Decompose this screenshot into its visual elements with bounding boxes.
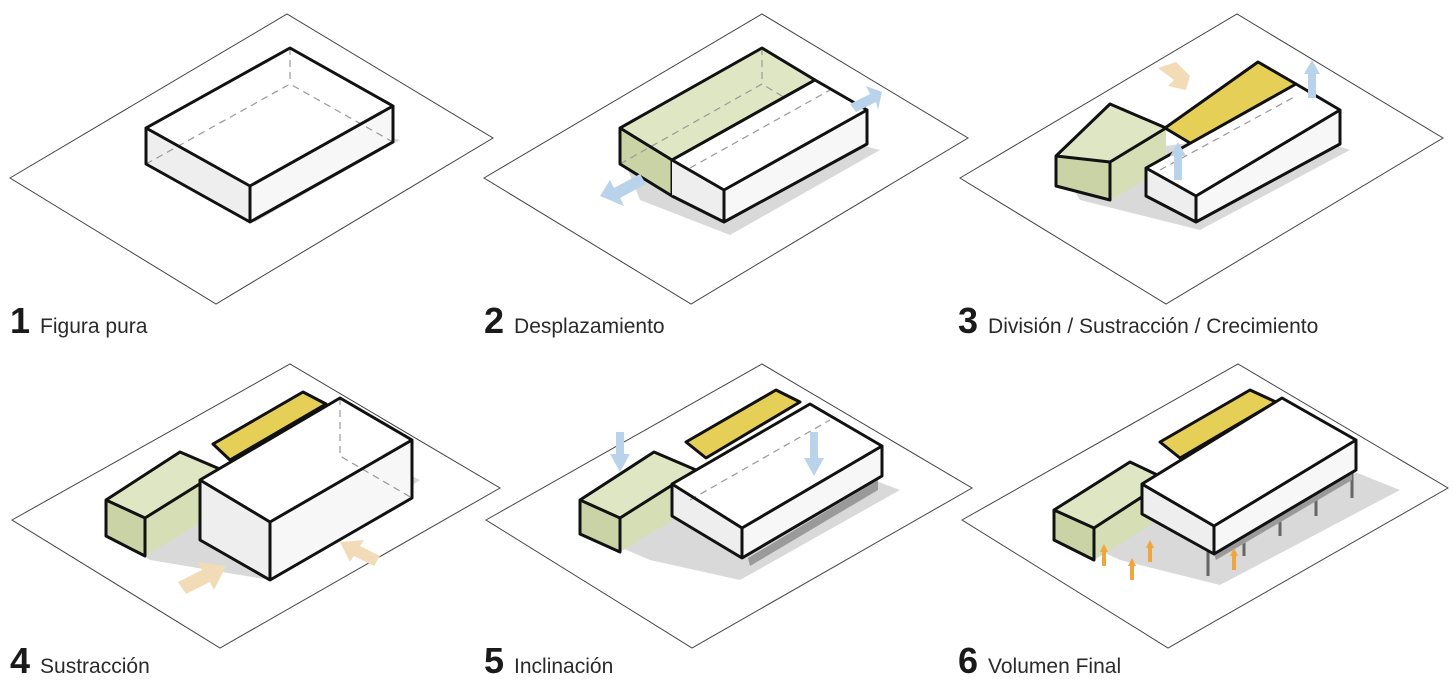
panel-6 <box>961 363 1449 649</box>
blue-arrow-icon <box>804 432 824 476</box>
volume-green <box>1054 102 1168 202</box>
volume-white <box>670 78 869 224</box>
panel-2 <box>483 13 969 305</box>
orange-arrow-icon <box>1128 558 1136 580</box>
blue-arrow-icon <box>600 174 646 206</box>
step-label: Desplazamiento <box>514 315 665 338</box>
panel-1 <box>9 13 494 305</box>
volume-yellow <box>684 388 802 460</box>
step-label: Sustracción <box>40 655 150 678</box>
step-label: Figura pura <box>40 315 148 338</box>
blue-arrow-icon <box>610 432 630 472</box>
volume-white <box>144 46 395 224</box>
orange-arrow-icon <box>178 562 226 594</box>
step-label: Inclinación <box>514 655 614 678</box>
step-6-caption: 6 Volumen Final <box>958 640 1121 682</box>
step-4-caption: 4 Sustracción <box>10 640 150 682</box>
panel-4 <box>11 363 501 649</box>
step-1-caption: 1 Figura pura <box>10 300 147 342</box>
blue-arrow-icon <box>1170 142 1186 180</box>
volume-white <box>1144 82 1342 224</box>
volume-yellow <box>211 390 328 462</box>
volume-white <box>1140 396 1358 560</box>
blue-arrow-icon <box>850 86 882 112</box>
blue-arrow-icon <box>1304 60 1320 98</box>
orange-arrow-icon <box>1100 544 1108 566</box>
step-label: Volumen Final <box>988 655 1122 678</box>
volume-white <box>670 402 884 566</box>
step-number: 6 <box>958 640 979 681</box>
step-2-caption: 2 Desplazamiento <box>484 300 665 342</box>
orange-arrow-icon <box>1230 548 1238 570</box>
orange-arrow-icon <box>1158 62 1190 90</box>
step-3-caption: 3 División / Sustracción / Crecimiento <box>958 300 1318 342</box>
step-number: 3 <box>958 300 979 341</box>
step-5-caption: 5 Inclinación <box>484 640 613 682</box>
step-number: 2 <box>484 300 505 341</box>
orange-arrow-icon <box>1146 540 1154 562</box>
orange-arrow-icon <box>340 540 380 566</box>
step-number: 5 <box>484 640 505 681</box>
step-label: División / Sustracción / Crecimiento <box>988 315 1319 338</box>
volume-white <box>198 396 414 582</box>
step-number: 1 <box>10 300 31 341</box>
panel-5 <box>485 363 973 649</box>
panel-3 <box>959 13 1444 305</box>
step-number: 4 <box>10 640 31 681</box>
